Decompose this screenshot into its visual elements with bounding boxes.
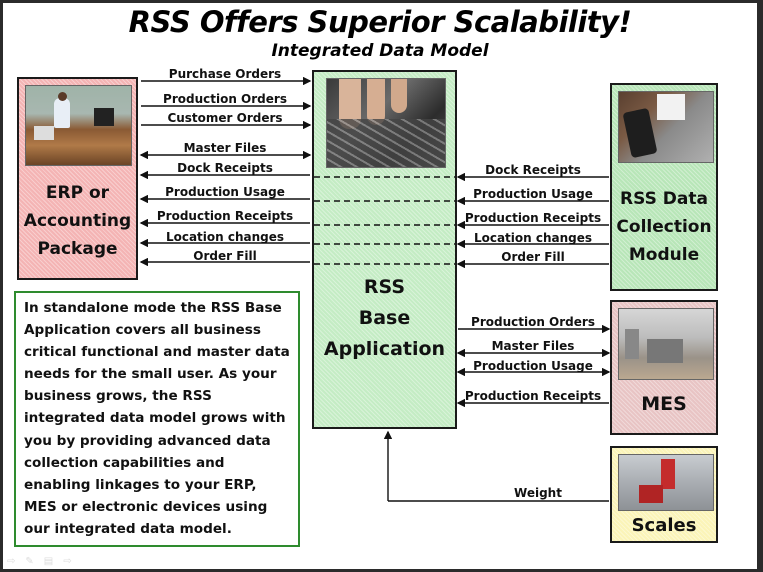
erp-label-line-2: Accounting <box>23 211 132 231</box>
dcm-label-line-3: Module <box>628 245 700 265</box>
slide: RSS Offers Superior Scalability! Integra… <box>3 3 757 569</box>
hands-on-keyboard-photo <box>326 78 446 168</box>
erp-label-line-1: ERP or <box>45 183 110 203</box>
mes-box-label: MES <box>641 393 687 415</box>
data-collection-box-label: RSS Data Collection Module <box>612 185 716 269</box>
mes-box: MES <box>610 300 718 435</box>
description-box: In standalone mode the RSS Base Applicat… <box>14 291 300 547</box>
slide-title: RSS Offers Superior Scalability! <box>128 5 632 39</box>
flow-label-customer-orders: Customer Orders <box>167 111 283 125</box>
slide-subtitle: Integrated Data Model <box>271 41 489 61</box>
dcm-flow-label-dock-receipts: Dock Receipts <box>485 163 581 177</box>
dcm-flow-label-production-usage: Production Usage <box>473 187 593 201</box>
data-collection-box: RSS Data Collection Module <box>610 83 718 291</box>
scales-flow-label-weight: Weight <box>514 486 562 500</box>
flow-arrows <box>139 76 611 502</box>
next-slide-icon[interactable]: ⇨ <box>63 556 72 567</box>
flow-label-production-orders: Production Orders <box>163 92 287 106</box>
factory-floor-photo <box>618 308 714 380</box>
flow-label-location-changes: Location changes <box>165 230 285 244</box>
flow-label-master-files: Master Files <box>183 141 267 155</box>
flow-label-order-fill: Order Fill <box>193 249 257 263</box>
base-label-line-3: Application <box>323 338 446 360</box>
erp-box: ERP or Accounting Package <box>17 77 138 280</box>
scales-box-label: Scales <box>631 515 697 536</box>
base-label-line-2: Base <box>358 307 411 329</box>
dcm-label-line-1: RSS Data <box>620 189 708 209</box>
handheld-scanner-photo <box>618 91 714 163</box>
pen-icon[interactable]: ✎ <box>25 556 34 567</box>
base-application-box: RSS Base Application <box>312 70 457 429</box>
erp-box-label: ERP or Accounting Package <box>19 179 136 263</box>
scales-box: Scales <box>610 446 718 543</box>
office-worker-at-desk-photo <box>25 85 132 166</box>
dcm-flow-label-production-receipts: Production Receipts <box>464 211 602 225</box>
mes-flow-label-production-orders: Production Orders <box>471 315 595 329</box>
flow-label-purchase-orders: Purchase Orders <box>168 67 282 81</box>
dcm-flow-label-location-changes: Location changes <box>473 231 593 245</box>
slide-menu-icon[interactable]: ▤ <box>43 556 54 567</box>
dcm-flow-label-order-fill: Order Fill <box>501 250 565 264</box>
flow-label-dock-receipts: Dock Receipts <box>177 161 273 175</box>
industrial-scales-photo <box>618 454 714 511</box>
flow-label-production-usage: Production Usage <box>165 185 285 199</box>
mes-flow-label-production-receipts: Production Receipts <box>464 389 602 403</box>
mes-flow-label-master-files: Master Files <box>491 339 575 353</box>
mes-flow-label-production-usage: Production Usage <box>473 359 593 373</box>
erp-label-line-3: Package <box>37 239 118 259</box>
base-box-label: RSS Base Application <box>314 272 455 365</box>
slideshow-controls: ⇨ ✎ ▤ ⇨ <box>7 556 72 567</box>
flow-label-production-receipts: Production Receipts <box>156 209 294 223</box>
previous-slide-icon[interactable]: ⇨ <box>7 556 16 567</box>
base-label-line-1: RSS <box>363 276 406 298</box>
dcm-label-line-2: Collection <box>616 217 712 237</box>
